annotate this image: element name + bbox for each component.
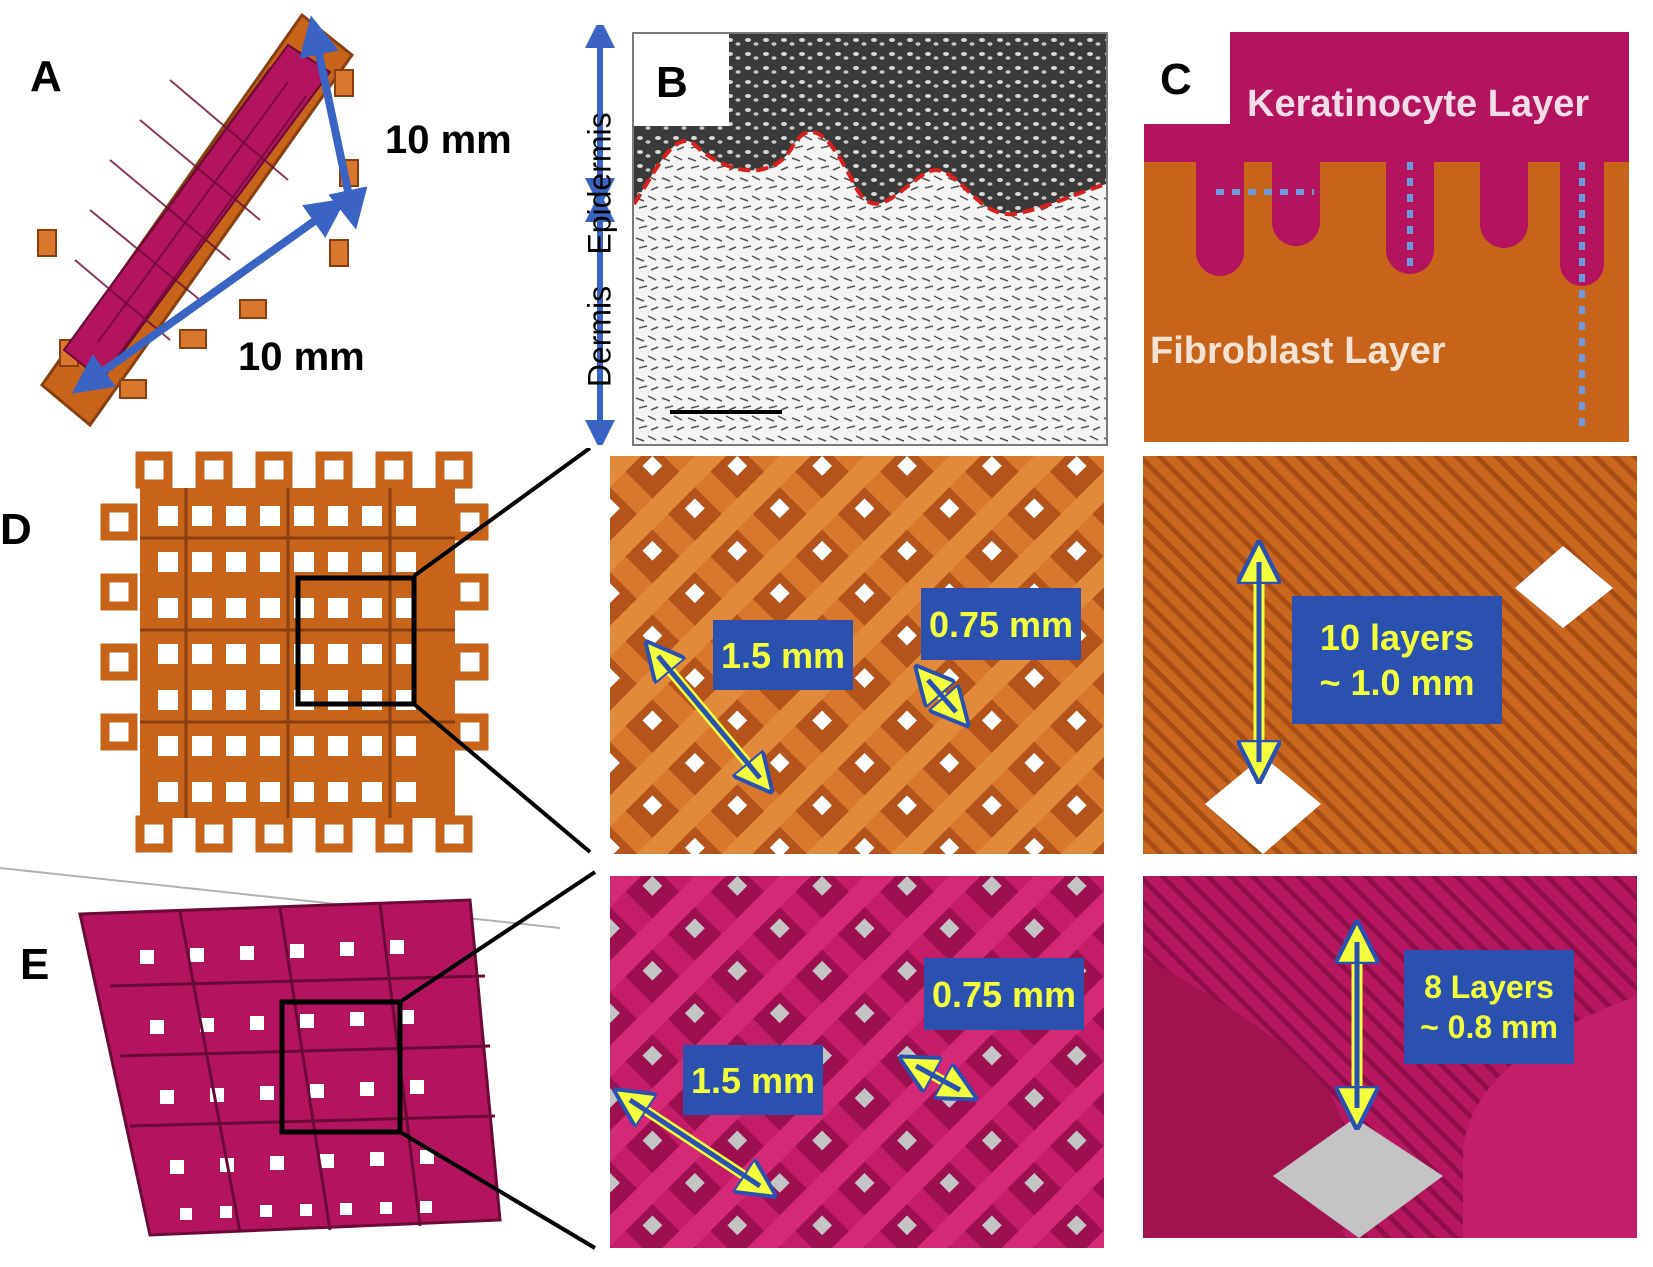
panel-letter-c: C	[1160, 55, 1192, 104]
panel-letter-a: A	[30, 52, 62, 101]
layer-span-arrows	[585, 25, 615, 445]
tag-d-spacing: 1.5 mm	[713, 620, 853, 690]
tag-e-layers-line1: 8 Layers	[1424, 969, 1554, 1005]
zoom-lines-d	[412, 448, 592, 854]
tag-e-layers-line2: ~ 0.8 mm	[1420, 1009, 1558, 1045]
tag-d-layers: 10 layers ~ 1.0 mm	[1292, 596, 1502, 724]
label-epidermis: Epidermis	[581, 112, 618, 255]
histology-micrograph	[632, 32, 1108, 446]
panel-letter-c-box	[1144, 32, 1230, 124]
fibroblast-scaffold-top-view	[100, 448, 490, 858]
keratinocyte-zoom-layers	[1143, 876, 1637, 1238]
panel-letter-b-box	[634, 34, 729, 126]
tag-d-strut: 0.75 mm	[921, 588, 1081, 660]
panel-letter-b: B	[656, 58, 688, 107]
dim-label-vertical: 10 mm	[385, 118, 512, 162]
panel-letter-e: E	[20, 940, 50, 989]
tag-d-layers-line1: 10 layers	[1319, 617, 1475, 658]
label-keratinocyte-layer: Keratinocyte Layer	[1247, 83, 1590, 125]
tag-e-spacing: 1.5 mm	[683, 1045, 823, 1115]
label-dermis: Dermis	[581, 285, 618, 388]
zoom-lines-e	[398, 870, 597, 1250]
tag-d-layers-line2: ~ 1.0 mm	[1319, 662, 1475, 703]
scaffold-3d-model	[37, 12, 368, 428]
panel-letter-d: D	[0, 505, 32, 554]
keratinocyte-scaffold-top-view	[78, 898, 502, 1237]
tag-e-layers: 8 Layers ~ 0.8 mm	[1404, 950, 1574, 1064]
rete-ridge-schematic	[1144, 32, 1629, 442]
label-fibroblast-layer: Fibroblast Layer	[1150, 330, 1446, 372]
tag-e-strut: 0.75 mm	[924, 958, 1084, 1030]
dim-label-horizontal: 10 mm	[238, 335, 365, 379]
